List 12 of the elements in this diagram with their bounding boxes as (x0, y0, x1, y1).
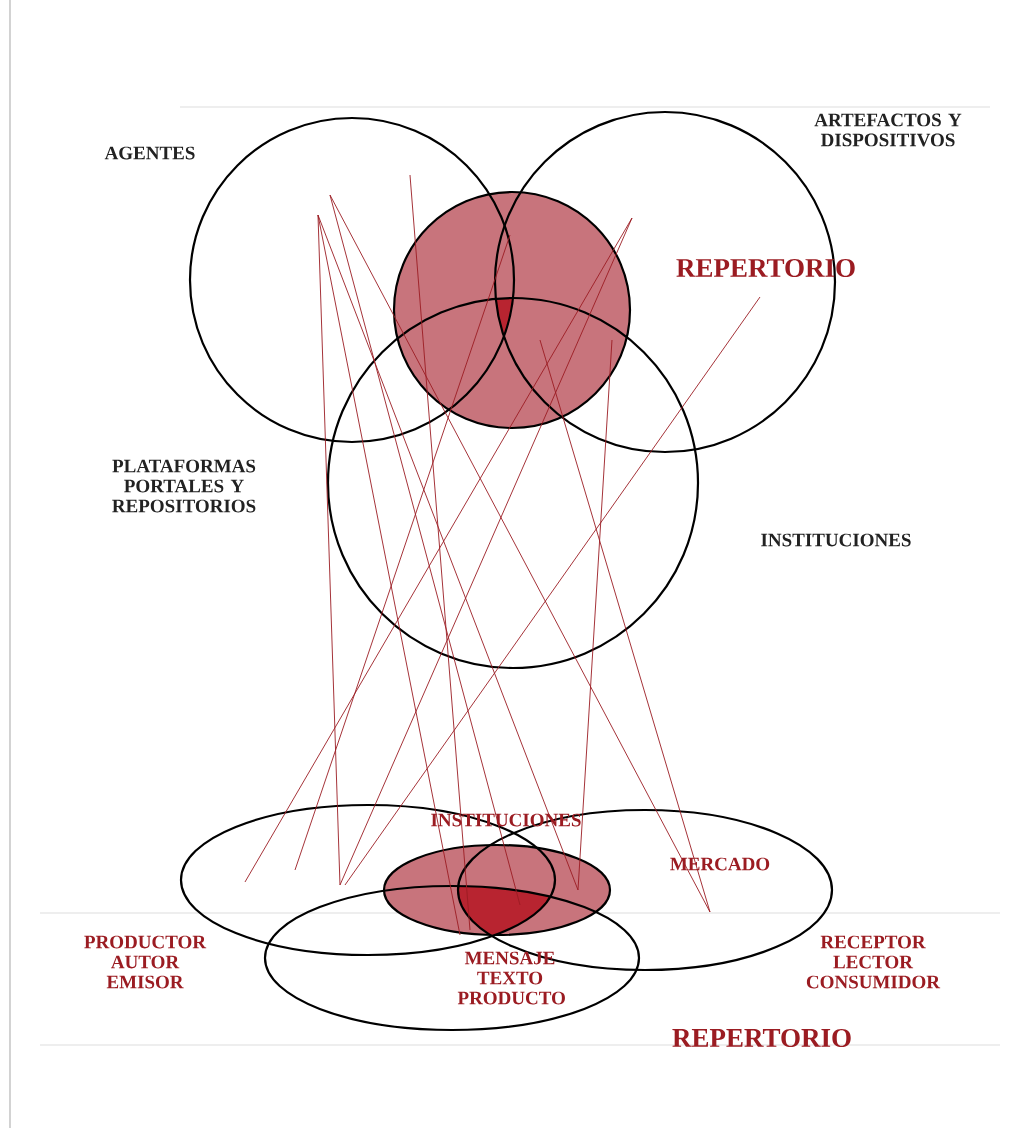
shaded-ellipse-outline (382, 843, 612, 937)
text-label: RECEPTOR LECTOR CONSUMIDOR (806, 935, 941, 989)
text-label: MENSAJE TEXTO PRODUCTO (457, 951, 565, 1005)
text-label: ARTEFACTOS Y DISPOSITIVOS (814, 113, 962, 147)
text-label: AGENTES (104, 146, 195, 160)
text-label: PRODUCTOR AUTOR EMISOR (84, 935, 207, 989)
text-label: PLATAFORMAS PORTALES Y REPOSITORIOS (112, 459, 256, 513)
shaded-circle-outline (392, 190, 632, 430)
circle-outline (326, 296, 700, 670)
heading-label: REPERTORIO (672, 1028, 851, 1048)
text-label: INSTITUCIONES (761, 533, 911, 547)
ellipse-outline (263, 884, 641, 1032)
